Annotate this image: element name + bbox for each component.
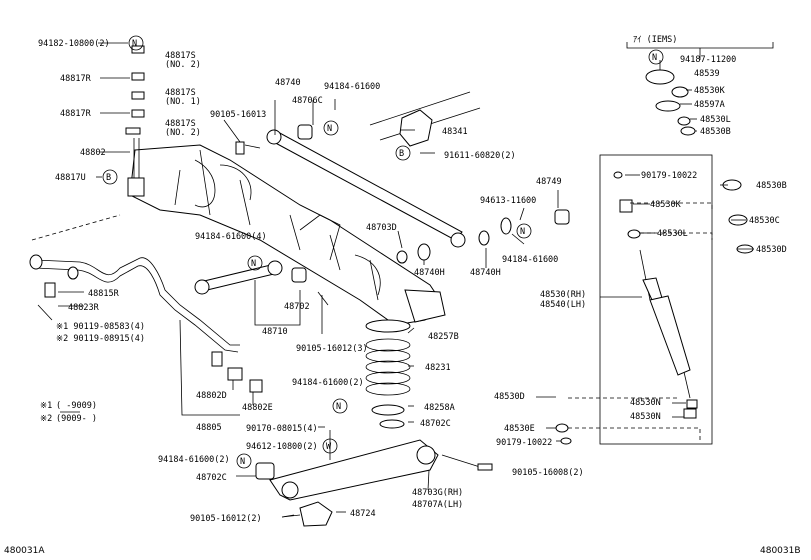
symbol: N	[336, 402, 341, 412]
part-label: 48597A	[694, 100, 725, 110]
part-label: 48530B	[700, 127, 731, 137]
part-label: 48530B	[756, 181, 787, 191]
part-label: 90105-16012(2)	[190, 514, 262, 524]
part-label: 48530L	[700, 115, 731, 125]
axle-housing-drawing	[129, 144, 446, 326]
part-label: 90170-08015(4)	[246, 424, 318, 434]
part-label: 48530C	[749, 216, 780, 226]
part-label: 48702	[284, 302, 310, 312]
part-label: 90105-16013	[210, 110, 266, 120]
lower-arm-48710	[194, 260, 329, 326]
part-label: 94184-61600(4)	[195, 232, 267, 242]
part-label: 48817S	[165, 119, 196, 129]
part-label: 48740H	[414, 268, 445, 278]
symbol: W	[326, 442, 332, 452]
part-label: 48341	[442, 127, 468, 137]
part-label: 48740H	[470, 268, 501, 278]
bracket-48341	[369, 91, 481, 147]
part-label: 94612-10800(2)	[246, 442, 318, 452]
part-label: (NO. 2)	[165, 60, 201, 70]
part-label: 48703D	[366, 223, 397, 233]
note-mark: ※2	[40, 414, 52, 424]
part-label: 48815R	[88, 289, 120, 299]
part-label: 90105-16012(3)	[296, 344, 368, 354]
part-label: 48539	[694, 69, 720, 79]
box-title: ｱｲ (IEMS)	[633, 35, 677, 45]
note-mark: ※1	[40, 401, 52, 411]
part-label: 94184-61600	[324, 82, 380, 92]
part-labels: 94182-10800(2) 48817S (NO. 2) 48817R 488…	[38, 35, 787, 524]
symbol: N	[240, 457, 245, 467]
figure-code-right: 480031B	[760, 546, 801, 556]
part-label: 94182-10800(2)	[38, 39, 110, 49]
part-label: 48805	[196, 423, 222, 433]
trailing-arm-48703G	[255, 430, 493, 527]
symbol: B	[399, 149, 404, 159]
stabilizer-bar-drawing	[29, 214, 263, 416]
part-label: 94184-61600(2)	[292, 378, 364, 388]
part-label: 48802E	[242, 403, 273, 413]
symbol: N	[520, 227, 525, 237]
upper-arm-bushings	[396, 209, 570, 264]
part-label: 48817S	[165, 88, 196, 98]
part-label: 48702C	[420, 419, 451, 429]
part-label: 94184-61600(2)	[158, 455, 230, 465]
part-label: 48530K	[694, 86, 726, 96]
symbol: B	[106, 173, 111, 183]
part-label: 48702C	[196, 473, 227, 483]
part-label: 48258A	[424, 403, 455, 413]
part-label: 48724	[350, 509, 376, 519]
part-label: 48530K	[650, 200, 682, 210]
part-label: 48530N	[630, 398, 661, 408]
part-label: 48823R	[68, 303, 100, 313]
part-label: 48802D	[196, 391, 227, 401]
figure-code-left: 480031A	[4, 546, 45, 556]
symbol: N	[327, 124, 332, 134]
part-label: 48231	[425, 363, 451, 373]
part-label: 90179-10022	[496, 438, 552, 448]
part-label: 90105-16008(2)	[512, 468, 584, 478]
upper-control-arm-drawing	[235, 124, 466, 248]
part-label: (NO. 1)	[165, 97, 201, 107]
leader-lines	[37, 42, 754, 518]
part-label: 48817U	[55, 173, 86, 183]
symbol: N	[132, 39, 137, 49]
part-label: ※2 90119-08915(4)	[56, 334, 145, 344]
reference-symbols: N B N B N N N N W N	[102, 35, 664, 469]
part-label: 91611-60820(2)	[444, 151, 516, 161]
part-label: 48540(LH)	[540, 300, 586, 310]
part-label: 48706C	[292, 96, 323, 106]
part-label: 48703G(RH)	[412, 488, 463, 498]
part-label: 94184-61600	[502, 255, 558, 265]
part-label: 48530D	[756, 245, 787, 255]
note-text: (9009- )	[56, 414, 97, 424]
part-label: 48257B	[428, 332, 459, 342]
part-label: 48530L	[657, 229, 688, 239]
part-label: (NO. 2)	[165, 128, 201, 138]
part-label: 48817R	[60, 109, 92, 119]
part-label: 48530E	[504, 424, 535, 434]
part-label: 48740	[275, 78, 301, 88]
part-label: 48707A(LH)	[412, 500, 463, 510]
part-label: 48530D	[494, 392, 525, 402]
part-label: 48817R	[60, 74, 92, 84]
part-label: 48802	[80, 148, 106, 158]
part-label: 48710	[262, 327, 288, 337]
part-label: 48817S	[165, 51, 196, 61]
part-label: 48530N	[630, 412, 661, 422]
part-label: 90179-10022	[641, 171, 697, 181]
note-text: ( -9009)	[56, 401, 97, 411]
part-label: 48749	[536, 177, 562, 187]
coil-spring-48231	[365, 319, 411, 429]
part-label: ※1 90119-08583(4)	[56, 322, 145, 332]
part-label: 48530(RH)	[540, 290, 586, 300]
left-link-stack	[125, 45, 145, 197]
part-label: 94187-11200	[680, 55, 736, 65]
part-label: 94613-11600	[480, 196, 536, 206]
shock-absorber-panel	[555, 42, 774, 445]
symbol: N	[652, 53, 657, 63]
symbol: N	[251, 259, 256, 269]
